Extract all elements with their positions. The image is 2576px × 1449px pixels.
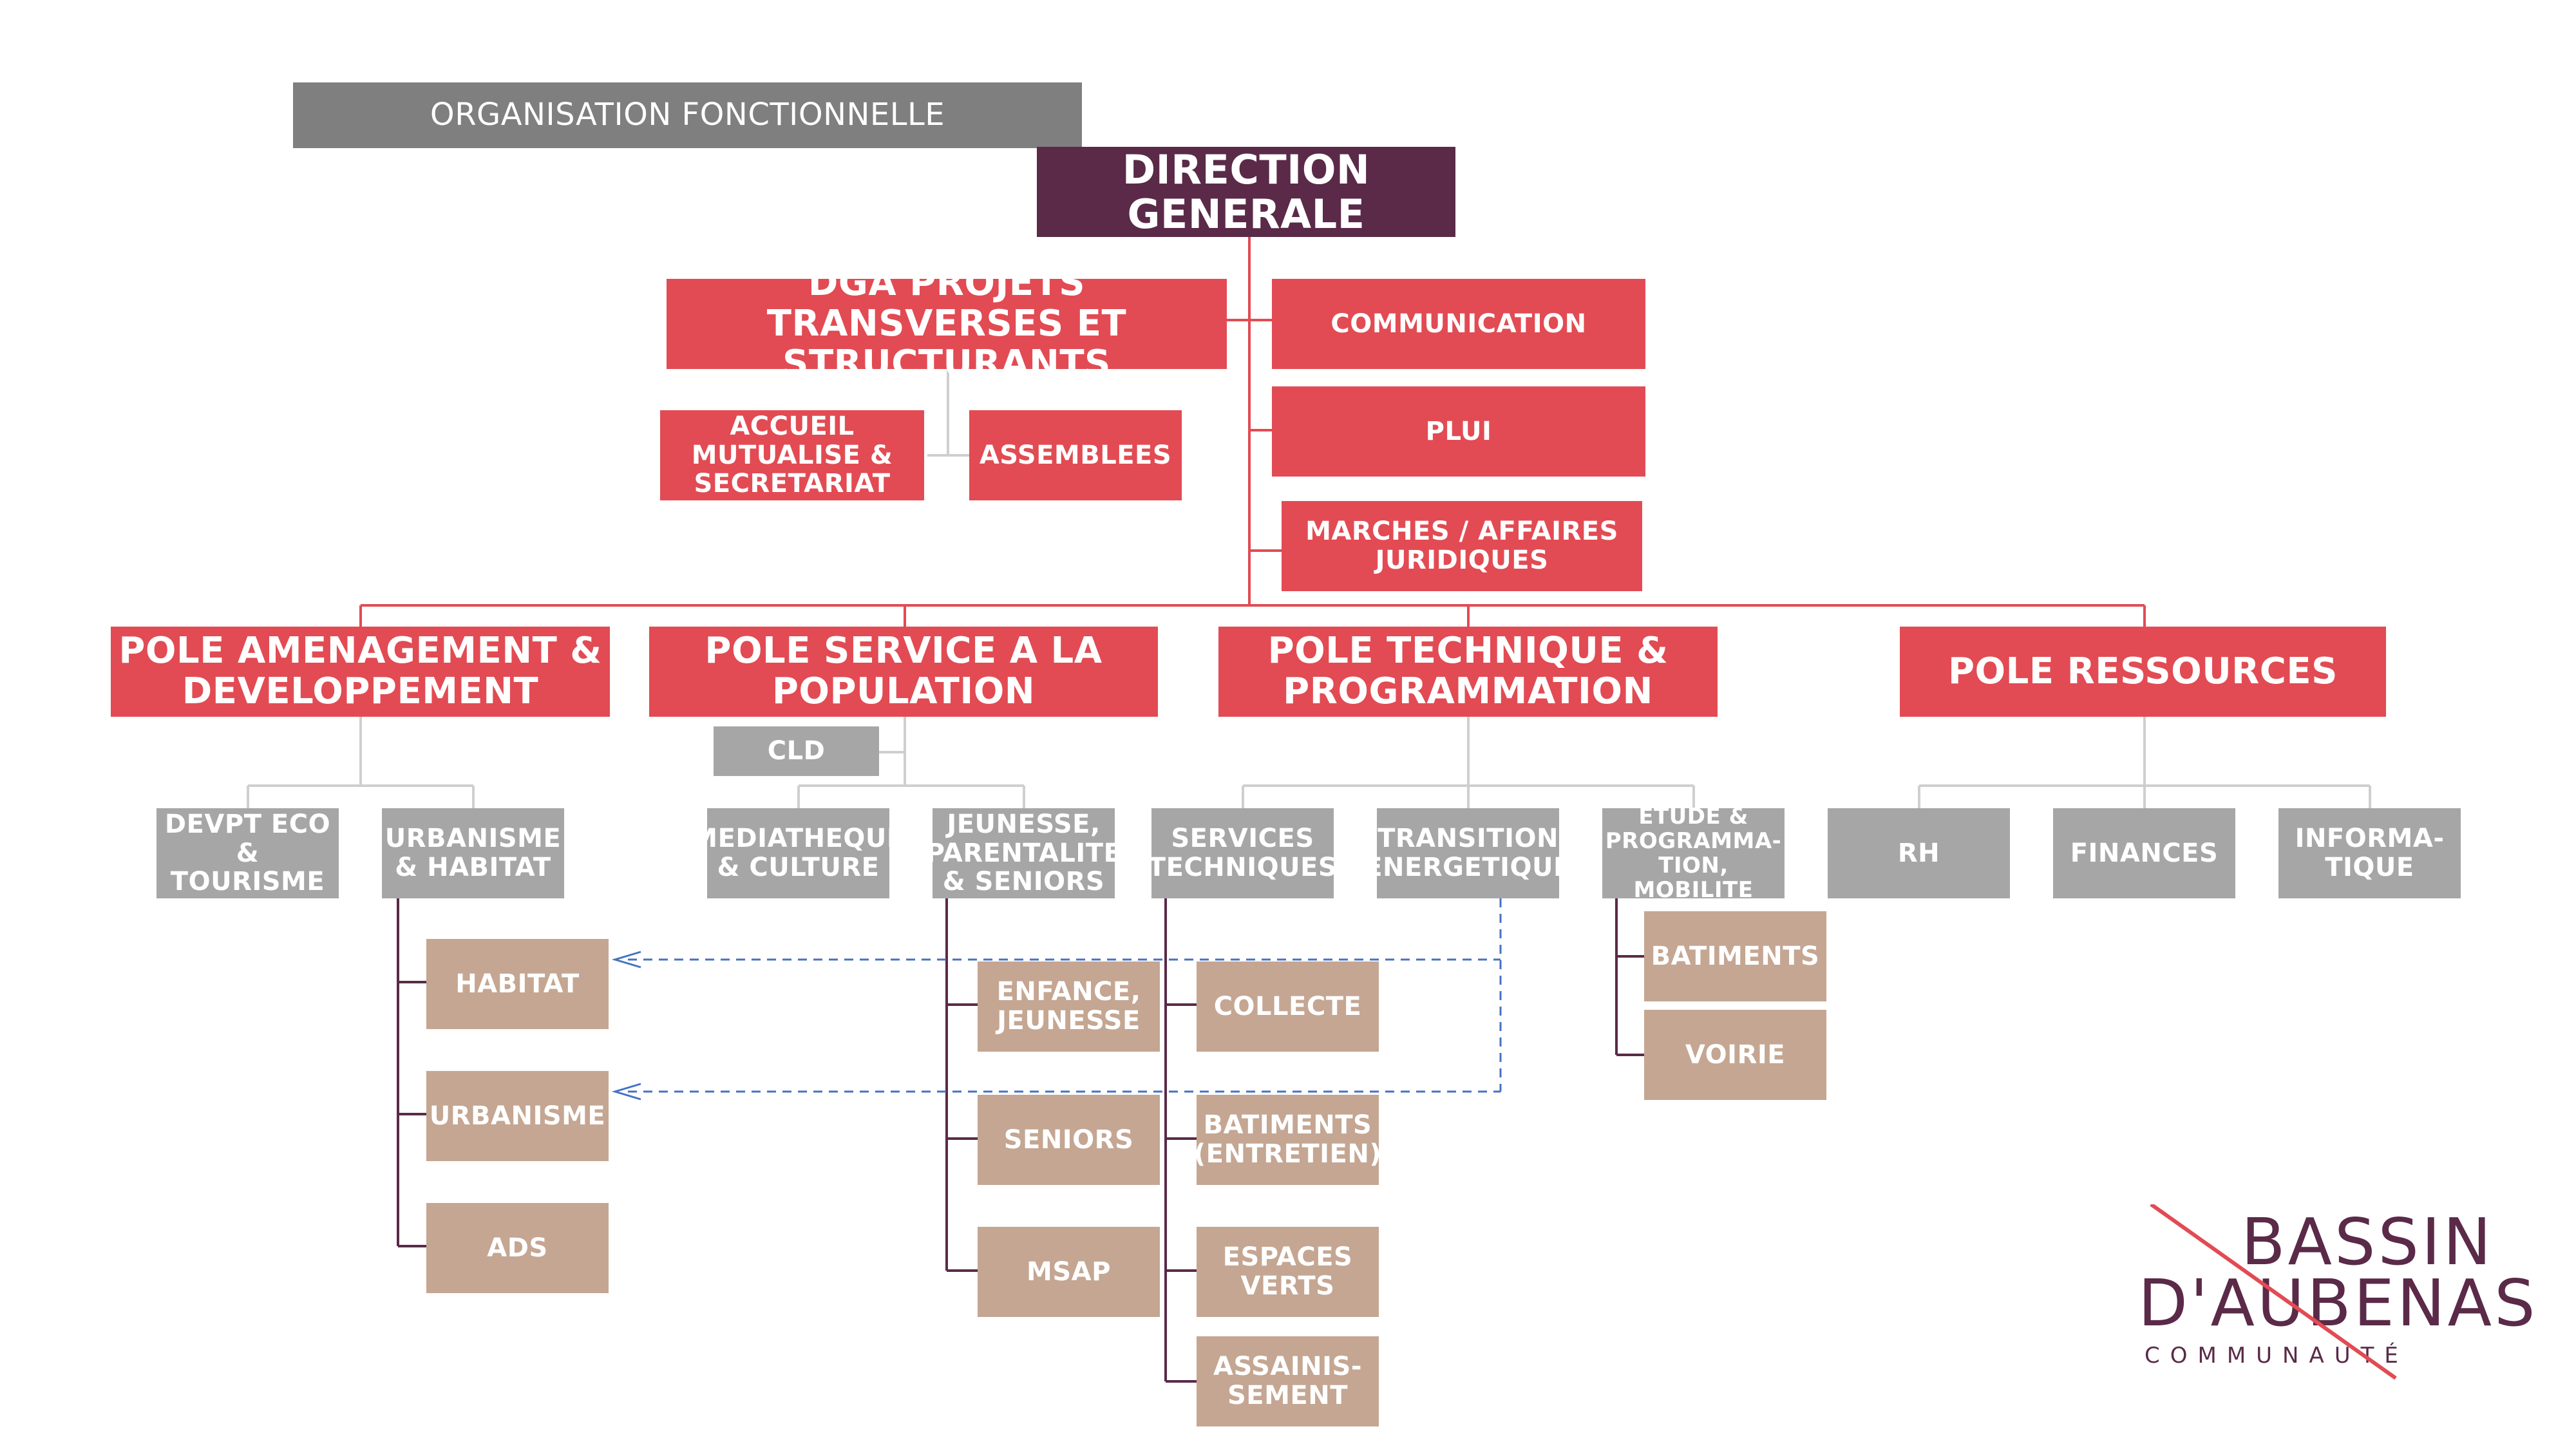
assemblees-label: ASSEMBLEES bbox=[979, 440, 1172, 470]
service-etude-label: ETUDE & PROGRAMMA-TION, MOBILITE bbox=[1605, 803, 1782, 904]
unit-espaces-verts-label: ESPACES VERTS bbox=[1222, 1242, 1353, 1301]
unit-batiments-box: BATIMENTS bbox=[1644, 911, 1826, 1001]
service-devpt-eco-box: DEVPT ECO & TOURISME bbox=[156, 808, 339, 898]
unit-habitat-label: HABITAT bbox=[455, 969, 580, 999]
accueil-box: ACCUEIL MUTUALISE & SECRETARIAT bbox=[660, 410, 924, 500]
service-informatique-box: INFORMA-TIQUE bbox=[2278, 808, 2461, 898]
marches-box: MARCHES / AFFAIRES JURIDIQUES bbox=[1282, 501, 1642, 591]
service-transition-label: TRANSITION ENERGETIQUE bbox=[1365, 824, 1571, 882]
pole-population-box: POLE SERVICE A LA POPULATION bbox=[649, 627, 1158, 717]
logo-slash-icon bbox=[2150, 1204, 2397, 1380]
service-finances-box: FINANCES bbox=[2053, 808, 2235, 898]
pole-ressources-label: POLE RESSOURCES bbox=[1948, 650, 2338, 692]
service-transition-box: TRANSITION ENERGETIQUE bbox=[1365, 808, 1571, 898]
service-rh-label: RH bbox=[1897, 838, 1940, 868]
service-urbanisme-habitat-box: URBANISME & HABITAT bbox=[382, 808, 564, 898]
service-etude-box: ETUDE & PROGRAMMA-TION, MOBILITE bbox=[1602, 804, 1785, 902]
unit-espaces-verts-box: ESPACES VERTS bbox=[1197, 1227, 1379, 1317]
direction-generale-box: DIRECTION GENERALE bbox=[1037, 147, 1455, 237]
plui-label: PLUI bbox=[1425, 416, 1492, 446]
service-techniques-box: SERVICES TECHNIQUES bbox=[1148, 808, 1338, 898]
unit-ads-label: ADS bbox=[487, 1233, 548, 1263]
pole-population-label: POLE SERVICE A LA POPULATION bbox=[705, 630, 1103, 712]
plui-box: PLUI bbox=[1272, 386, 1645, 477]
marches-label: MARCHES / AFFAIRES JURIDIQUES bbox=[1305, 516, 1618, 575]
pole-ressources-box: POLE RESSOURCES bbox=[1900, 627, 2386, 717]
cld-box: CLD bbox=[714, 726, 879, 776]
direction-label: DIRECTION GENERALE bbox=[1122, 146, 1370, 238]
assemblees-box: ASSEMBLEES bbox=[969, 410, 1182, 500]
unit-urbanisme-box: URBANISME bbox=[426, 1071, 609, 1161]
communication-box: COMMUNICATION bbox=[1272, 279, 1645, 369]
unit-batiments-entretien-label: BATIMENTS (ENTRETIEN) bbox=[1193, 1110, 1382, 1169]
unit-enfance-label: ENFANCE, JEUNESSE bbox=[996, 977, 1141, 1036]
pole-amenagement-box: POLE AMENAGEMENT & DEVELOPPEMENT bbox=[111, 627, 610, 717]
unit-batiments-label: BATIMENTS bbox=[1651, 941, 1820, 971]
service-mediatheque-box: MEDIATHEQUE & CULTURE bbox=[692, 808, 904, 898]
pole-technique-box: POLE TECHNIQUE & PROGRAMMATION bbox=[1218, 627, 1718, 717]
unit-ads-box: ADS bbox=[426, 1203, 609, 1293]
unit-voirie-box: VOIRIE bbox=[1644, 1010, 1826, 1100]
dga-label: DGA PROJETS TRANSVERSES ET STRUCTURANTS bbox=[766, 261, 1127, 385]
service-urbanisme-habitat-label: URBANISME & HABITAT bbox=[384, 824, 562, 882]
service-devpt-eco-label: DEVPT ECO & TOURISME bbox=[164, 809, 331, 897]
logo-line-2: D'AUBENAS bbox=[2138, 1265, 2538, 1341]
unit-seniors-label: SENIORS bbox=[1003, 1124, 1134, 1155]
service-jeunesse-box: JEUNESSE, PARENTALITE & SENIORS bbox=[926, 808, 1121, 898]
logo-line-3: COMMUNAUTÉ bbox=[2145, 1343, 2409, 1368]
pole-amenagement-label: POLE AMENAGEMENT & DEVELOPPEMENT bbox=[118, 630, 602, 712]
unit-batiments-entretien-box: BATIMENTS (ENTRETIEN) bbox=[1193, 1095, 1382, 1185]
unit-assainissement-box: ASSAINIS-SEMENT bbox=[1197, 1336, 1379, 1426]
dga-box: DGA PROJETS TRANSVERSES ET STRUCTURANTS bbox=[667, 263, 1227, 384]
service-techniques-label: SERVICES TECHNIQUES bbox=[1148, 824, 1338, 882]
bassin-aubenas-logo: BASSIN D'AUBENAS COMMUNAUTÉ bbox=[2125, 1204, 2535, 1397]
unit-urbanisme-label: URBANISME bbox=[429, 1101, 606, 1131]
service-informatique-label: INFORMA-TIQUE bbox=[2295, 824, 2445, 882]
unit-enfance-box: ENFANCE, JEUNESSE bbox=[978, 961, 1160, 1052]
unit-msap-label: MSAP bbox=[1027, 1256, 1111, 1287]
logo-line-1: BASSIN bbox=[2241, 1204, 2494, 1280]
service-finances-label: FINANCES bbox=[2070, 838, 2219, 868]
unit-assainissement-label: ASSAINIS-SEMENT bbox=[1213, 1352, 1362, 1410]
banner-label: ORGANISATION FONCTIONNELLE bbox=[430, 97, 945, 133]
unit-msap-box: MSAP bbox=[978, 1227, 1160, 1317]
unit-voirie-label: VOIRIE bbox=[1685, 1039, 1786, 1070]
unit-seniors-box: SENIORS bbox=[978, 1095, 1160, 1185]
unit-collecte-box: COLLECTE bbox=[1197, 961, 1379, 1052]
unit-collecte-label: COLLECTE bbox=[1213, 991, 1362, 1021]
page-title-banner: ORGANISATION FONCTIONNELLE bbox=[293, 82, 1082, 148]
service-rh-box: RH bbox=[1828, 808, 2010, 898]
service-jeunesse-label: JEUNESSE, PARENTALITE & SENIORS bbox=[925, 809, 1122, 897]
unit-habitat-box: HABITAT bbox=[426, 939, 609, 1029]
pole-technique-label: POLE TECHNIQUE & PROGRAMMATION bbox=[1267, 630, 1669, 712]
communication-label: COMMUNICATION bbox=[1331, 308, 1587, 339]
accueil-label: ACCUEIL MUTUALISE & SECRETARIAT bbox=[691, 411, 893, 499]
service-mediatheque-label: MEDIATHEQUE & CULTURE bbox=[692, 824, 905, 882]
cld-label: CLD bbox=[767, 736, 826, 766]
